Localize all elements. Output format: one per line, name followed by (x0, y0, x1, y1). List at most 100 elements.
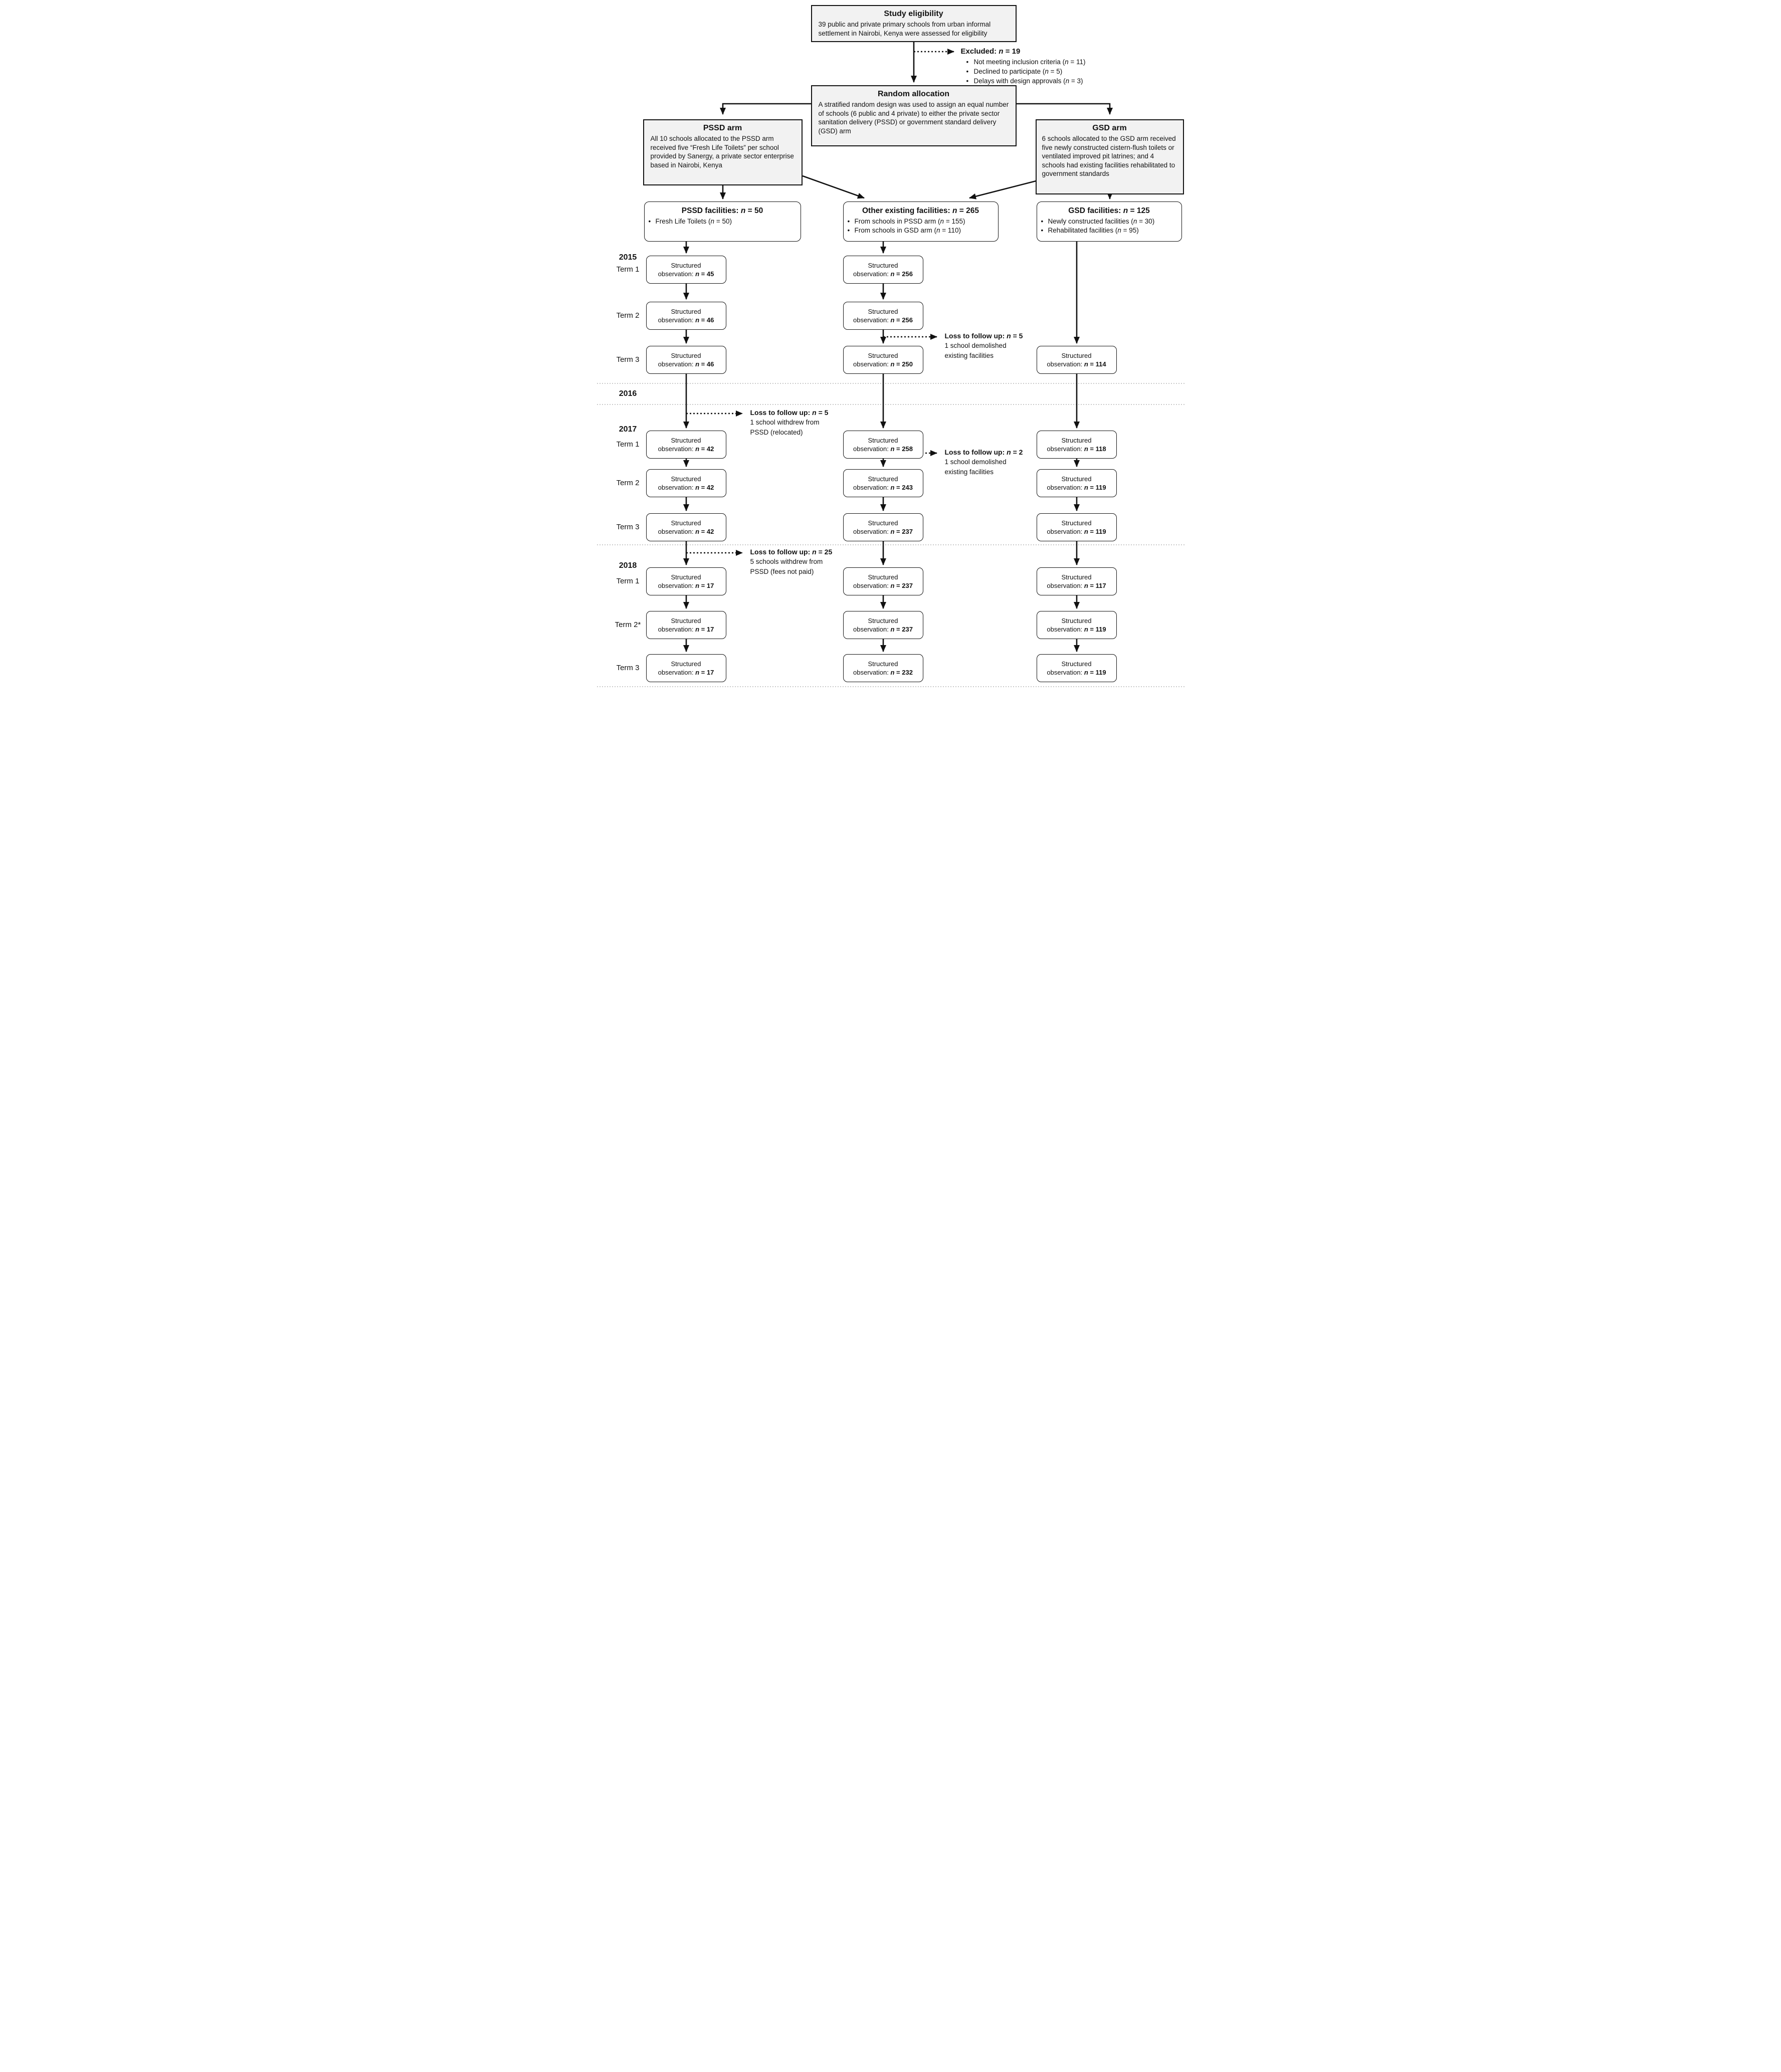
facilities-item: From schools in PSSD arm (n = 155) (855, 217, 994, 226)
loss-line: PSSD (relocated) (750, 429, 803, 436)
obs-label: observation: (658, 360, 694, 368)
pssd-arm-body: All 10 schools allocated to the PSSD arm… (650, 135, 794, 169)
obs-label: Structured (868, 475, 898, 483)
obs-label: observation: (853, 528, 889, 535)
obs-label: Structured (868, 262, 898, 269)
year-label-2018: 2018 (619, 561, 637, 570)
obs-label: Structured (671, 352, 701, 359)
obs-label: Structured (1061, 573, 1092, 581)
term-label-2017-t2: Term 2 (616, 479, 640, 487)
loss-note-other-2017: Loss to follow up: n = 2 1 school demoli… (945, 447, 1075, 477)
obs-value: n = 119 (1084, 484, 1106, 491)
obs-label: Structured (868, 308, 898, 315)
obs-label: Structured (1061, 519, 1092, 527)
study-flow-diagram: Study eligibility 39 public and private … (593, 0, 1188, 691)
loss-title: Loss to follow up: n = 5 (750, 408, 829, 417)
obs-label: observation: (1047, 445, 1083, 453)
obs-value: n = 258 (890, 445, 913, 453)
obs-label: Structured (868, 573, 898, 581)
obs-label: observation: (1047, 669, 1083, 676)
obs-value: n = 243 (890, 484, 913, 491)
pssd-arm-box: PSSD arm All 10 schools allocated to the… (643, 119, 803, 185)
obs-label: Structured (671, 437, 701, 444)
loss-line: 1 school demolished (944, 458, 1007, 466)
obs-label: Structured (868, 352, 898, 359)
obs-value: n = 118 (1084, 445, 1106, 453)
facilities-item: Newly constructed facilities (n = 30) (1048, 217, 1177, 226)
obs-label: observation: (658, 528, 694, 535)
obs-value: n = 119 (1084, 626, 1106, 633)
term-label-2015-t1: Term 1 (616, 265, 640, 274)
obs-label: observation: (1047, 528, 1083, 535)
obs-label: Structured (671, 262, 701, 269)
obs-label: observation: (853, 360, 889, 368)
obs-value: n = 250 (890, 360, 913, 368)
obs-label: observation: (853, 669, 889, 676)
random-allocation-title: Random allocation (877, 90, 950, 98)
obs-label: observation: (658, 582, 694, 589)
obs-label: Structured (671, 660, 701, 668)
facilities-item: Fresh Life Toilets (n = 50) (656, 217, 797, 226)
obs-label: observation: (1047, 626, 1083, 633)
obs-label: observation: (853, 484, 889, 491)
study-eligibility-title: Study eligibility (884, 10, 943, 18)
other-facilities-box: Other existing facilities: n = 265 From … (843, 201, 999, 242)
obs-label: observation: (853, 626, 889, 633)
facilities-item: Rehabilitated facilities (n = 95) (1048, 226, 1177, 235)
gsd-arm-box: GSD arm 6 schools allocated to the GSD a… (1035, 119, 1184, 194)
gsd-facilities-box: GSD facilities: n = 125 Newly constructe… (1036, 201, 1182, 242)
obs-label: Structured (868, 617, 898, 625)
obs-label: Structured (671, 308, 701, 315)
obs-value: n = 237 (890, 582, 913, 589)
gsd-facilities-list: Newly constructed facilities (n = 30) Re… (1037, 217, 1181, 235)
obs-value: n = 119 (1084, 669, 1106, 676)
obs-label: Structured (671, 475, 701, 483)
loss-line: 1 school withdrew from (750, 419, 820, 426)
obs-value: n = 42 (695, 484, 714, 491)
study-eligibility-box: Study eligibility 39 public and private … (811, 5, 1017, 42)
obs-value: n = 114 (1084, 360, 1106, 368)
year-label-2017: 2017 (619, 425, 637, 434)
loss-line: 5 schools withdrew from (750, 558, 823, 565)
obs-value: n = 17 (695, 626, 714, 633)
obs-value: n = 17 (695, 669, 714, 676)
obs-value: n = 17 (695, 582, 714, 589)
term-label-2017-t3: Term 3 (616, 523, 640, 531)
year-separator-lines (597, 383, 1184, 687)
obs-label: observation: (1047, 484, 1083, 491)
loss-title: Loss to follow up: n = 5 (944, 332, 1023, 340)
loss-arrows (686, 49, 954, 556)
obs-value: n = 46 (695, 360, 714, 368)
obs-label: Structured (1061, 437, 1092, 444)
obs-label: observation: (658, 316, 694, 324)
obs-label: observation: (658, 445, 694, 453)
term-label-2015-t3: Term 3 (616, 355, 640, 364)
term-label-2018-t1: Term 1 (616, 577, 640, 585)
obs-value: n = 256 (890, 316, 913, 324)
pssd-arm-title: PSSD arm (703, 124, 742, 132)
excluded-title: Excluded: n = 19 (960, 47, 1021, 56)
other-facilities-list: From schools in PSSD arm (n = 155) From … (844, 217, 998, 235)
loss-note-pssd-2017: Loss to follow up: n = 5 1 school withdr… (750, 407, 871, 438)
gsd-arm-body: 6 schools allocated to the GSD arm recei… (1042, 135, 1176, 177)
term-label-2015-t2: Term 2 (616, 311, 640, 320)
obs-label: Structured (868, 660, 898, 668)
obs-value: n = 45 (695, 270, 714, 278)
obs-label: Structured (1061, 475, 1092, 483)
obs-value: n = 256 (890, 270, 913, 278)
obs-value: n = 237 (890, 626, 913, 633)
